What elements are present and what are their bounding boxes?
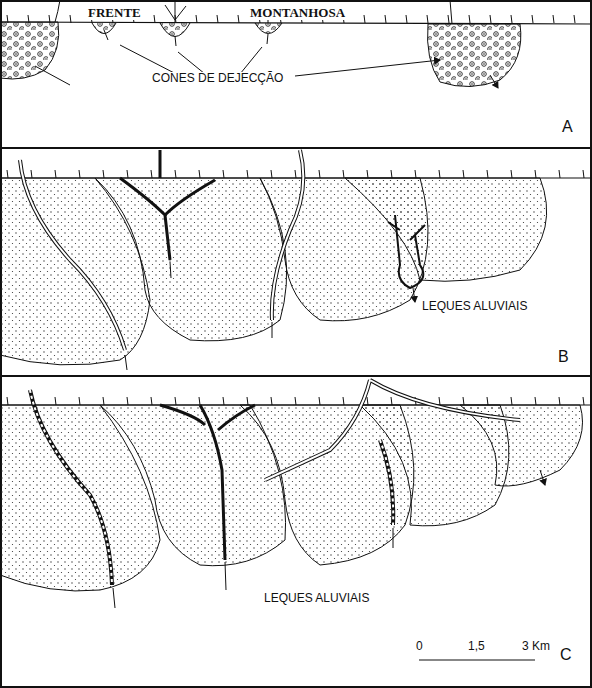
escarpment-tick [7,170,8,178]
escarpment-tick [295,397,296,405]
escarpment-tick [199,397,200,405]
escarpment-tick [439,170,440,178]
escarpment-tick [103,170,104,178]
escarpment-tick [55,397,56,405]
escarpment-tick [238,15,239,23]
escarpment-tick [583,397,584,405]
escarpment-tick [79,397,80,405]
escarpment-tick [391,170,392,178]
escarpment-tick [199,170,200,178]
escarpment-tick [463,397,464,405]
escarpment-tick [175,397,176,405]
escarpment-tick [175,170,176,178]
escarpment-tick [406,15,407,23]
escarpment-tick [151,170,152,178]
escarpment-tick [127,170,128,178]
escarpment-tick [271,397,272,405]
escarpment-tick [511,170,512,178]
region-label: MONTANHOSA [248,6,347,20]
escarpment-tick [448,15,449,23]
escarpment-tick [487,170,488,178]
escarpment-tick [247,397,248,405]
escarpment-tick [223,170,224,178]
escarpment-tick [511,397,512,405]
scale-value: 1,5 [466,640,487,653]
escarpment-tick [583,170,584,178]
escarpment-tick [385,15,386,23]
escarpment-tick [391,397,392,405]
escarpment-tick [439,397,440,405]
panel-letter: A [560,118,575,136]
escarpment-tick [343,397,344,405]
escarpment-tick [79,170,80,178]
feature-label: CONES DE DEJECÇÃO [150,72,285,85]
escarpment-tick [367,397,368,405]
escarpment-tick [223,397,224,405]
escarpment-tick [463,170,464,178]
escarpment-tick [469,15,470,23]
escarpment-tick [7,397,8,405]
escarpment-tick [490,15,491,23]
escarpment-tick [559,170,560,178]
region-label: FRENTE [86,6,143,20]
escarpment-tick [31,170,32,178]
escarpment-tick [271,170,272,178]
escarpment-tick [553,15,554,23]
escarpment-tick [319,397,320,405]
escarpment-tick [415,170,416,178]
escarpment-tick [247,170,248,178]
escarpment-tick [295,170,296,178]
feature-label: LEQUES ALUVIAIS [420,300,529,313]
escarpment-tick [535,397,536,405]
escarpment-tick [127,397,128,405]
escarpment-tick [217,15,218,23]
escarpment-tick [532,15,533,23]
escarpment-tick [196,15,197,23]
escarpment-tick [535,170,536,178]
escarpment-tick [364,15,365,23]
escarpment-tick [367,170,368,178]
escarpment-tick [511,15,512,23]
escarpment-tick [151,397,152,405]
panel-letter: C [558,646,574,664]
panel-letter: B [556,348,571,366]
scale-value: 3 Km [520,640,552,653]
escarpment-tick [319,170,320,178]
escarpment-tick [487,397,488,405]
escarpment-tick [427,15,428,23]
escarpment-tick [154,15,155,23]
escarpment-tick [343,170,344,178]
scale-value: 0 [414,640,425,653]
escarpment-tick [55,170,56,178]
escarpment-tick [574,15,575,23]
escarpment-tick [559,397,560,405]
feature-label: LEQUES ALUVIAIS [262,592,371,605]
escarpment-tick [103,397,104,405]
